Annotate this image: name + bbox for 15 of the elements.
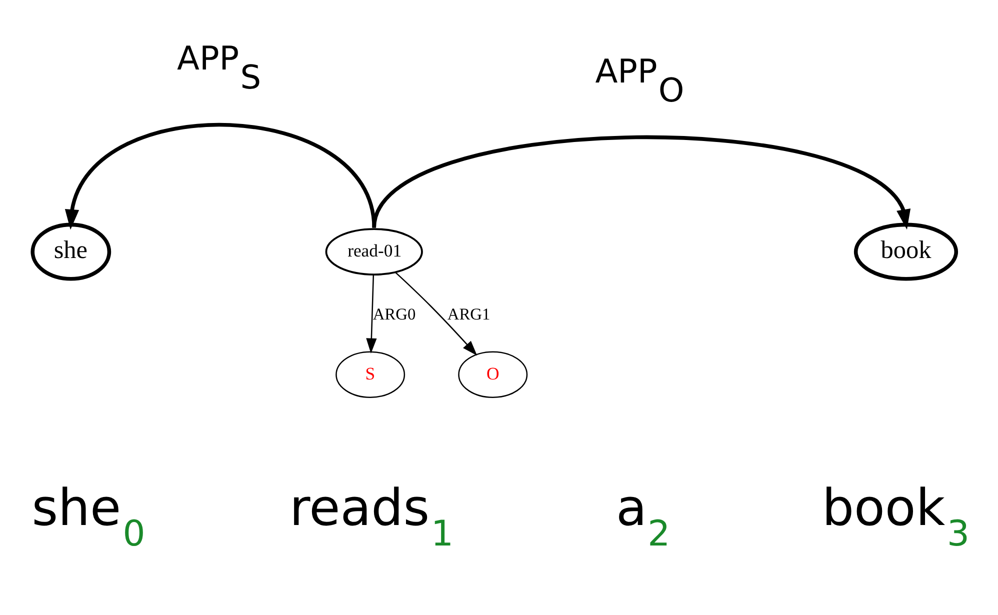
- node-ellipse: she: [30, 222, 111, 281]
- label: a$_{2}$: [616, 478, 670, 554]
- node-ellipse: S: [335, 351, 405, 398]
- arrow: [394, 272, 477, 356]
- label: reads$_{1}$: [288, 478, 453, 554]
- label: she$_{0}$: [31, 478, 145, 554]
- node-ellipse: read-01: [324, 228, 422, 276]
- node-ellipse: book: [853, 222, 958, 281]
- label: book$_{3}$: [821, 478, 970, 554]
- edge-label: ARG0: [372, 304, 416, 324]
- arrow: [372, 136, 910, 230]
- node-ellipse: O: [458, 351, 528, 398]
- arrow: [366, 274, 376, 354]
- edge-label: ARG1: [446, 304, 490, 324]
- arrow: [64, 123, 376, 230]
